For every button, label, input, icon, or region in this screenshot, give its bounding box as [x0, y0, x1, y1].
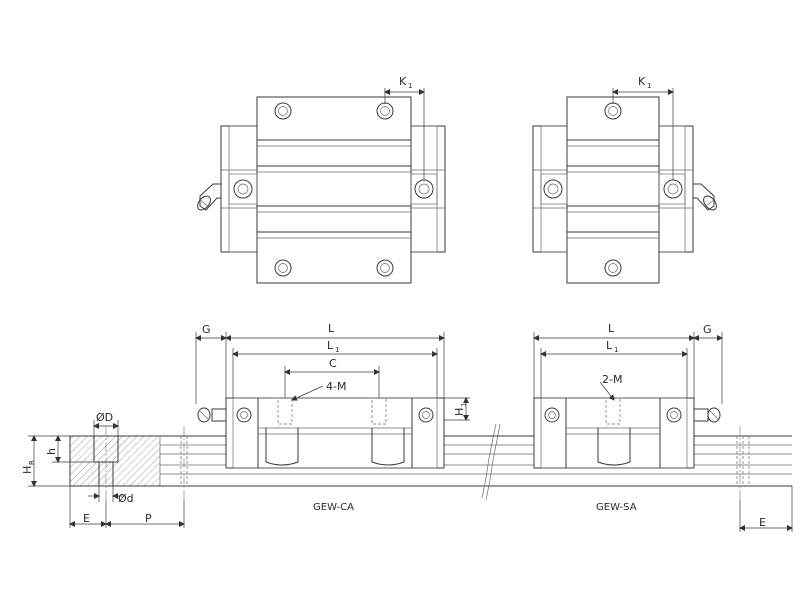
dimension-g-ca: G [195, 323, 227, 404]
label-l1-sub: 1 [335, 346, 339, 354]
dimension-p: P [105, 500, 185, 528]
label-h1-sub: 1 [460, 403, 468, 407]
callout-4m: 4-M [291, 380, 346, 401]
label-k1-sub: 1 [647, 82, 651, 90]
label-e: E [759, 516, 766, 529]
dimension-od-lower: Ød [88, 486, 134, 505]
dimension-h: h [45, 435, 94, 463]
label-k1: K [399, 75, 407, 88]
label-k1-sub: 1 [408, 82, 412, 90]
label-h1: H [453, 408, 466, 416]
label-4m: 4-M [326, 380, 346, 393]
dimension-g-sa: G [693, 323, 723, 404]
dimension-e-right: E [739, 486, 793, 532]
grease-nipple-icon [197, 183, 221, 211]
dimension-od-upper: ØD [93, 411, 119, 436]
grease-nipple-icon [197, 407, 227, 423]
label-l: L [328, 322, 335, 335]
callout-2m: 2-M [599, 373, 622, 401]
side-view-ca-block [197, 397, 445, 469]
dimension-l1-ca: L 1 [232, 339, 438, 398]
label-l: L [608, 322, 615, 335]
dimension-e-left: E [69, 486, 107, 528]
dimension-c-ca: C [284, 357, 380, 398]
top-view-sa-block [532, 96, 717, 284]
label-od-upper: ØD [96, 411, 113, 424]
dimension-l1-sa: L 1 [540, 339, 688, 398]
caption-gew-sa: GEW-SA [596, 502, 637, 513]
label-k1: K [638, 75, 646, 88]
label-hr: H [21, 466, 34, 474]
dimension-l-ca: L [225, 322, 445, 398]
label-p: P [145, 512, 152, 525]
label-l1: L [327, 339, 334, 352]
grease-nipple-icon [693, 183, 717, 211]
label-h: h [45, 448, 58, 455]
label-l1: L [606, 339, 613, 352]
dimension-h1: H 1 [444, 397, 470, 421]
top-view-ca-block [197, 96, 446, 284]
caption-gew-ca: GEW-CA [313, 502, 354, 513]
dimension-k1-sa: K 1 [612, 75, 674, 180]
label-l1-sub: 1 [614, 346, 618, 354]
side-view-sa-block [533, 397, 721, 469]
label-hr-sub: R [28, 460, 36, 465]
label-e: E [83, 512, 90, 525]
dimension-l-sa: L [533, 322, 695, 398]
dimension-hr: H R [21, 435, 70, 487]
label-2m: 2-M [602, 373, 622, 386]
label-od-lower: Ød [118, 492, 134, 505]
label-c: C [329, 357, 337, 370]
label-g: G [703, 323, 712, 336]
grease-nipple-icon [693, 407, 721, 423]
dimension-k1-ca: K 1 [384, 75, 425, 180]
label-g: G [202, 323, 211, 336]
